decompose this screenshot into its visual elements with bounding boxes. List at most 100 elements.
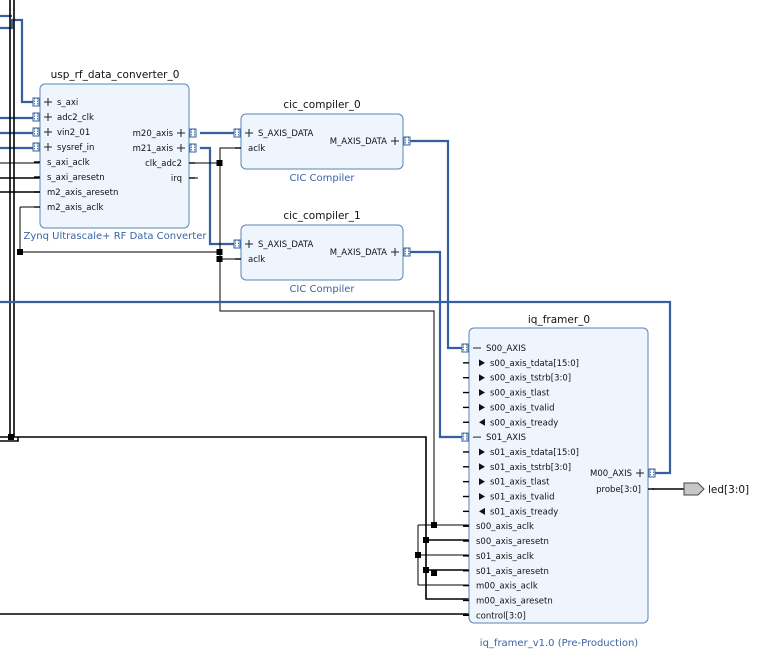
iq-framer-block[interactable]: iq_framer_0 iq_framer_v1.0 (Pre-Producti… [461, 314, 656, 649]
input-arrow-icon [479, 359, 485, 367]
pin-s-axi-aclk[interactable]: s_axi_aclk [34, 158, 90, 168]
pin-m-axis-data[interactable]: M_AXIS_DATA [330, 136, 411, 147]
pin-s-axis-data[interactable]: S_AXIS_DATA [233, 128, 314, 139]
bus-connector-icon[interactable] [233, 239, 241, 249]
pin-aclk[interactable]: aclk [235, 144, 265, 154]
pin-label: s00_axis_tstrb[3:0] [490, 374, 571, 384]
pin-probe-3-0-[interactable]: probe[3:0] [596, 485, 654, 495]
input-arrow-icon [479, 463, 485, 471]
bus-connector-icon[interactable] [189, 143, 197, 153]
pin-s-axi[interactable]: s_axi [32, 97, 78, 108]
pin-clk-adc2[interactable]: clk_adc2 [145, 159, 195, 169]
bus-connector-icon[interactable] [189, 128, 197, 138]
pin-s00-axis-aresetn[interactable]: s00_axis_aresetn [463, 537, 549, 547]
pin-label: m20_axis [133, 129, 174, 139]
bus-connector-icon[interactable] [403, 136, 411, 146]
bus-connector-icon[interactable] [461, 343, 469, 353]
pin-label: s00_axis_tdata[15:0] [490, 359, 579, 369]
net-aresetn[interactable] [0, 436, 470, 600]
pin-vin2-01[interactable]: vin2_01 [32, 127, 90, 138]
pin-s01-axis-aclk[interactable]: s01_axis_aclk [463, 552, 534, 562]
pin-aclk[interactable]: aclk [235, 255, 265, 265]
cic-compiler-0-block[interactable]: cic_compiler_0 CIC Compiler S_AXIS_DATAa… [233, 99, 411, 184]
pin-label: vin2_01 [57, 128, 90, 138]
input-arrow-icon [479, 374, 485, 382]
pin-s00-axis-aclk[interactable]: s00_axis_aclk [463, 522, 534, 532]
pin-label: S_AXIS_DATA [258, 240, 314, 250]
bus-connector-icon[interactable] [461, 432, 469, 442]
pin-s00-axis-tdata-15-0-[interactable]: s00_axis_tdata[15:0] [463, 359, 579, 369]
pin-s01-axis-tvalid[interactable]: s01_axis_tvalid [463, 493, 554, 503]
pin-s01-axis-tlast[interactable]: s01_axis_tlast [463, 478, 550, 488]
pin-m00-axis-aresetn[interactable]: m00_axis_aresetn [463, 596, 553, 606]
pin-label: s00_axis_tready [490, 418, 558, 428]
pin-s00-axis-tlast[interactable]: s00_axis_tlast [463, 389, 550, 399]
cic1-instance-name: cic_compiler_1 [283, 210, 360, 222]
net-m00-axis[interactable] [0, 300, 672, 475]
cic-compiler-1-block[interactable]: cic_compiler_1 CIC Compiler S_AXIS_DATAa… [233, 210, 411, 295]
pin-s01-axis[interactable]: S01_AXIS [461, 432, 526, 443]
pin-label: s01_axis_tdata[15:0] [490, 448, 579, 458]
pin-m21-axis[interactable]: m21_axis [133, 143, 197, 154]
pin-control-3-0-[interactable]: control[3:0] [463, 611, 526, 621]
rf-block-body[interactable] [39, 83, 190, 229]
pin-sysref-in[interactable]: sysref_in [32, 142, 94, 153]
bus-connector-icon[interactable] [648, 468, 656, 478]
pin-s-axi-aresetn[interactable]: s_axi_aresetn [34, 173, 105, 183]
cic0-block-body[interactable] [240, 113, 404, 170]
net-left-loop[interactable] [0, 437, 19, 442]
pin-label: s01_axis_tready [490, 507, 558, 517]
pin-s01-axis-tstrb-3-0-[interactable]: s01_axis_tstrb[3:0] [463, 463, 571, 473]
pin-m2-axis-aclk[interactable]: m2_axis_aclk [34, 203, 103, 213]
input-arrow-icon [479, 389, 485, 397]
pin-label: adc2_clk [57, 113, 94, 123]
net-m21-to-cic1[interactable] [200, 146, 236, 246]
pin-s01-axis-aresetn[interactable]: s01_axis_aresetn [463, 567, 549, 577]
cic1-block-body[interactable] [240, 224, 404, 281]
iq-block-body[interactable] [468, 327, 649, 624]
bus-connector-icon[interactable] [32, 112, 40, 122]
pin-s00-axis-tvalid[interactable]: s00_axis_tvalid [463, 403, 554, 413]
bus-connector-icon[interactable] [32, 142, 40, 152]
bus-connector-icon[interactable] [233, 128, 241, 138]
iq-instance-name: iq_framer_0 [528, 314, 590, 326]
pin-s01-axis-tready[interactable]: s01_axis_tready [463, 507, 558, 517]
pin-s00-axis-tready[interactable]: s00_axis_tready [463, 418, 558, 428]
pin-label: clk_adc2 [145, 159, 182, 169]
net-s-axi[interactable] [0, 18, 36, 104]
bus-connector-icon[interactable] [32, 97, 40, 107]
iq-ip-name: iq_framer_v1.0 (Pre-Production) [480, 638, 639, 649]
cic1-ip-name: CIC Compiler [289, 284, 355, 295]
pin-label: aclk [248, 255, 265, 265]
bus-connector-icon[interactable] [32, 127, 40, 137]
pin-label: m00_axis_aresetn [476, 596, 553, 606]
input-arrow-icon [479, 403, 485, 411]
output-arrow-icon [479, 507, 485, 515]
pin-s-axis-data[interactable]: S_AXIS_DATA [233, 239, 314, 250]
pin-label: M00_AXIS [590, 469, 632, 479]
rf-data-converter-block[interactable]: usp_rf_data_converter_0 Zynq Ultrascale+… [24, 69, 208, 242]
led-output-port[interactable]: led[3:0] [683, 482, 749, 496]
pin-label: s01_axis_aresetn [476, 567, 549, 577]
pin-adc2-clk[interactable]: adc2_clk [32, 112, 94, 123]
pin-s01-axis-tdata-15-0-[interactable]: s01_axis_tdata[15:0] [463, 448, 579, 458]
pin-s00-axis[interactable]: S00_AXIS [461, 343, 526, 354]
output-port-icon[interactable] [683, 482, 705, 496]
pin-label: control[3:0] [476, 611, 526, 621]
net-clk-adc2[interactable] [192, 147, 470, 526]
pin-label: m00_axis_aclk [476, 582, 538, 592]
pin-label: s00_axis_tvalid [490, 403, 554, 413]
pin-s00-axis-tstrb-3-0-[interactable]: s00_axis_tstrb[3:0] [463, 374, 571, 384]
net-cic0-to-s00[interactable] [408, 139, 462, 350]
bus-connector-icon[interactable] [403, 247, 411, 257]
pin-m2-axis-aresetn[interactable]: m2_axis_aresetn [34, 188, 118, 198]
pin-m00-axis[interactable]: M00_AXIS [590, 468, 656, 479]
pin-irq[interactable]: irq [171, 174, 195, 184]
pin-m-axis-data[interactable]: M_AXIS_DATA [330, 247, 411, 258]
net-cic1-to-s01[interactable] [408, 250, 462, 439]
pin-m00-axis-aclk[interactable]: m00_axis_aclk [463, 582, 538, 592]
pin-m20-axis[interactable]: m20_axis [133, 128, 197, 139]
pin-label: s00_axis_aclk [476, 522, 534, 532]
